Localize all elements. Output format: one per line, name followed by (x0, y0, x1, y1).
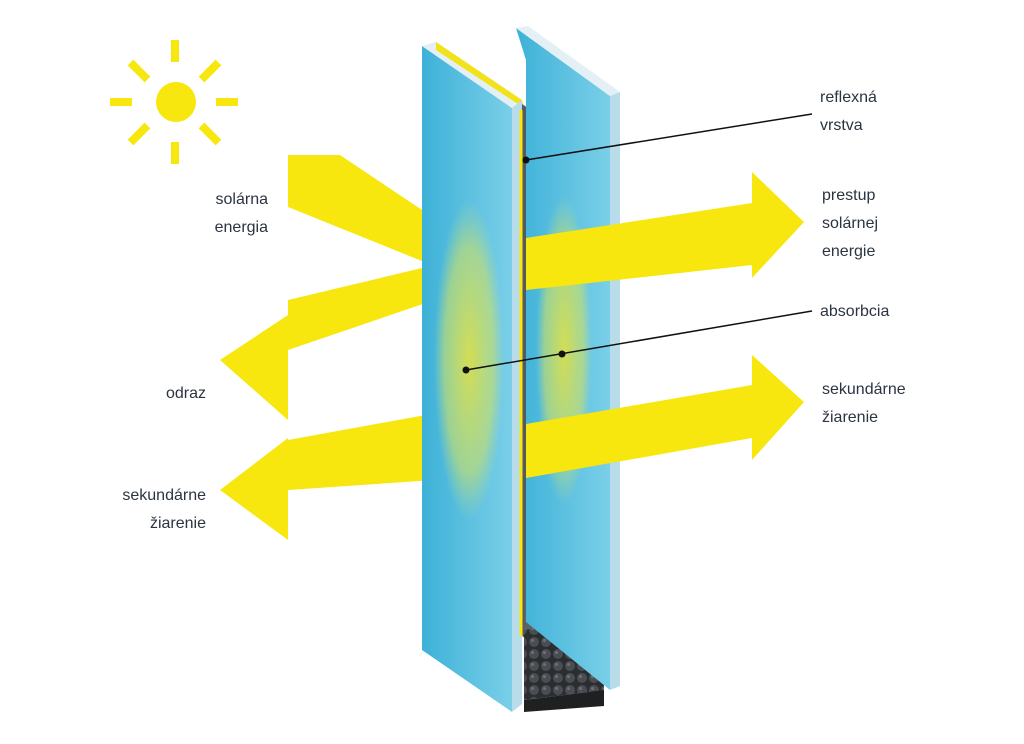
label-line: solárna (215, 191, 268, 208)
label-line: prestup (822, 187, 876, 204)
label-line: odraz (165, 385, 206, 402)
secondary-radiation-left-arrow (220, 408, 464, 540)
sun-icon (110, 40, 238, 164)
label-reflective-layer: reflexná vrstva (820, 84, 877, 140)
label-reflection: odraz (166, 380, 206, 408)
pointer-absorption (462, 310, 813, 374)
label-line: energie (822, 243, 876, 260)
label-line: sekundárne (822, 381, 906, 398)
label-secondary-radiation-left: sekundárne žiarenie (122, 482, 206, 538)
label-solar-transmission: prestup solárnej energie (822, 182, 878, 266)
label-line: žiarenie (149, 515, 206, 532)
label-absorption: absorbcia (820, 298, 889, 326)
solar-energy-arrow (288, 155, 464, 278)
label-line: reflexná (820, 89, 877, 106)
absorption-glow-outer (434, 200, 504, 520)
pointer-reflective-layer (522, 113, 813, 164)
label-line: absorbcia (820, 303, 890, 320)
label-line: žiarenie (822, 409, 879, 426)
secondary-radiation-right-arrow (526, 355, 804, 478)
label-line: sekundárne (122, 487, 206, 504)
label-line: energia (214, 219, 268, 236)
inner-glass-pane (516, 26, 620, 690)
reflection-arrow (220, 258, 464, 420)
solar-transmission-arrow (526, 172, 804, 290)
label-line: vrstva (820, 117, 863, 134)
label-solar-energy: solárna energia (215, 186, 268, 242)
label-line: solárnej (822, 215, 879, 232)
label-secondary-radiation-right: sekundárne žiarenie (822, 376, 906, 432)
